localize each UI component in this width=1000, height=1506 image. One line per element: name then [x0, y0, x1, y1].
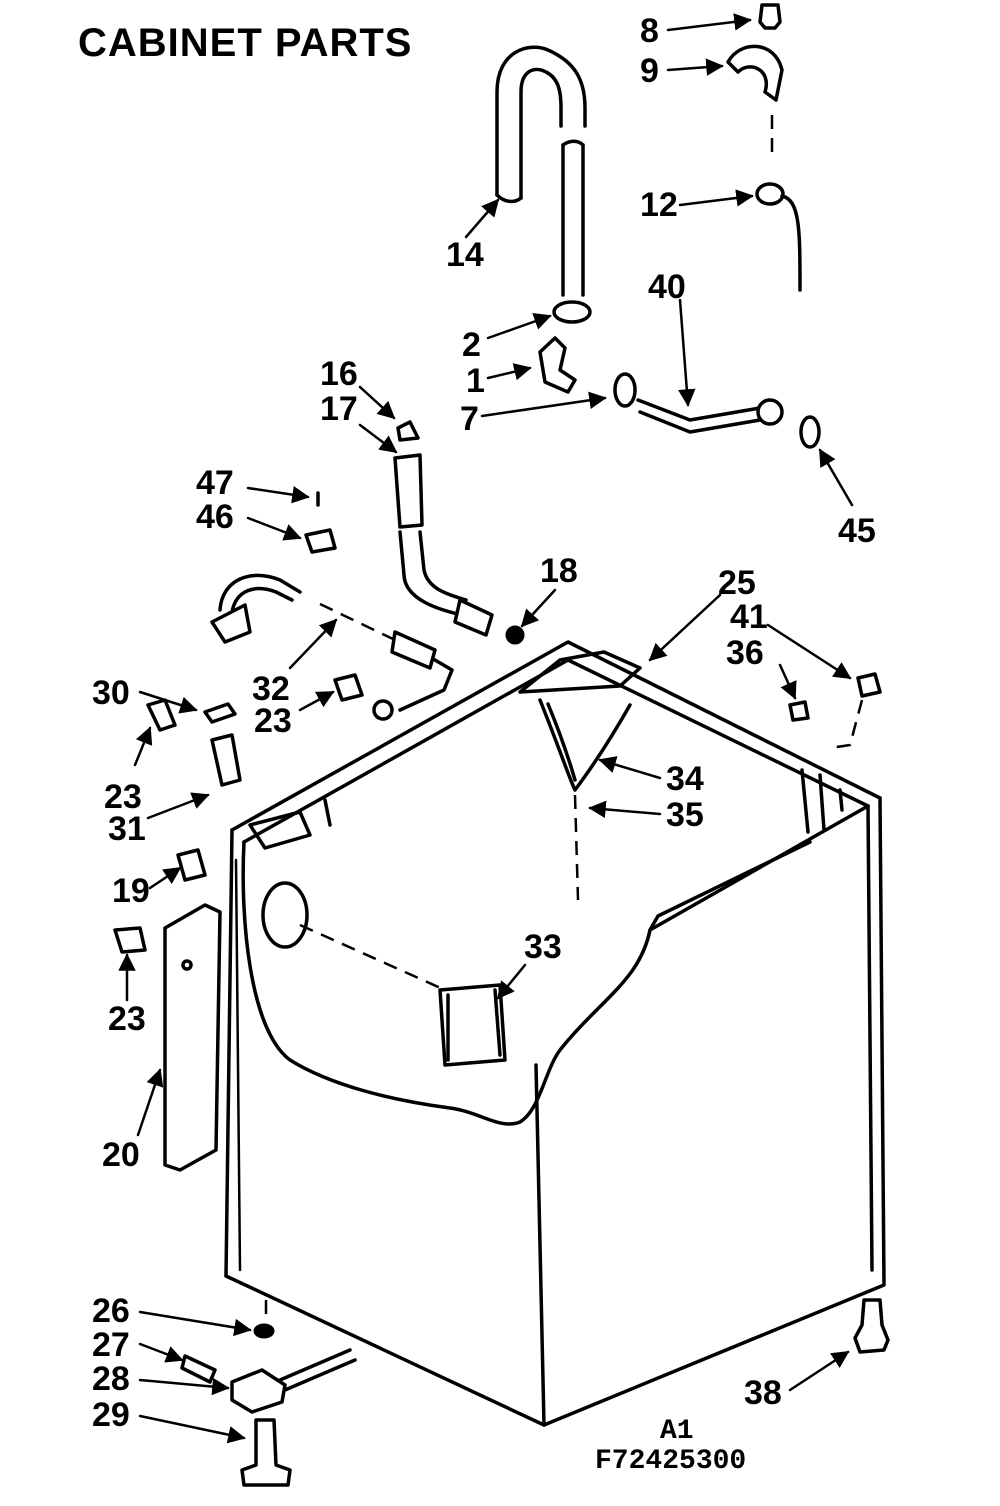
screw-23b-part	[333, 673, 364, 702]
callout-1: 1	[466, 362, 485, 400]
washer-26-part	[253, 1323, 275, 1339]
callout-8: 8	[640, 12, 659, 50]
callout-45: 45	[838, 512, 876, 550]
block-28-part	[230, 1368, 287, 1414]
callout-9: 9	[640, 52, 659, 90]
callout-16: 16	[320, 355, 358, 393]
washer-30-part	[203, 702, 237, 724]
callout-46: 46	[196, 498, 234, 536]
callout-23c: 23	[108, 1000, 146, 1038]
side-panel-part	[163, 903, 222, 1172]
callout-47: 47	[196, 464, 234, 502]
callout-14: 14	[446, 236, 484, 274]
drawing-code: F72425300	[595, 1446, 746, 1477]
callout-34: 34	[666, 760, 704, 798]
callout-35: 35	[666, 796, 704, 834]
callout-36: 36	[726, 634, 764, 672]
leg-29-part	[240, 1418, 292, 1487]
callout-19: 19	[112, 872, 150, 910]
switch-33-part	[438, 983, 507, 1067]
hose-part	[495, 45, 587, 297]
clip-16-part	[396, 420, 420, 442]
callout-23a: 23	[254, 702, 292, 740]
callout-40: 40	[648, 268, 686, 306]
leg-38-part	[853, 1298, 890, 1354]
callout-12: 12	[640, 186, 678, 224]
elbow-part	[538, 336, 577, 394]
clamp-part	[552, 300, 592, 324]
clamp-9-part	[726, 44, 784, 102]
bracket-31-part	[210, 733, 242, 787]
callout-25: 25	[718, 564, 756, 602]
hose-17-part	[393, 453, 424, 529]
callout-2: 2	[462, 326, 481, 364]
callout-20: 20	[102, 1136, 140, 1174]
callout-32: 32	[252, 670, 290, 708]
callout-29: 29	[92, 1396, 130, 1434]
fitting-12-part	[755, 182, 785, 206]
revision-code: A1	[660, 1416, 694, 1447]
clip-46-part	[304, 528, 337, 554]
callout-41: 41	[730, 598, 768, 636]
screw-8-part	[758, 3, 782, 30]
callout-28: 28	[92, 1360, 130, 1398]
clamp-7-part	[613, 372, 637, 408]
callout-27: 27	[92, 1326, 130, 1364]
screw-23a-part	[146, 698, 177, 732]
callout-33: 33	[524, 928, 562, 966]
screw-19-part	[176, 848, 207, 882]
callout-18: 18	[540, 552, 578, 590]
cabinet-body	[224, 640, 886, 1427]
pin-27-part	[180, 1354, 217, 1384]
callout-23b: 23	[104, 778, 142, 816]
leader-arrows	[118, 13, 854, 1444]
clip-41-part	[856, 672, 882, 698]
callout-labels: 8 9 12 14 40 2 1 7 45 16 17 47 46 18 25 …	[92, 12, 876, 1434]
clamp-45-part	[799, 415, 821, 449]
callout-38: 38	[744, 1374, 782, 1412]
switch-32-part	[210, 603, 252, 644]
callout-7: 7	[460, 400, 479, 438]
clip-36-part	[788, 700, 810, 722]
callout-17: 17	[320, 390, 358, 428]
screw-23c-part	[113, 926, 147, 954]
nut-18-part	[505, 625, 525, 645]
callout-30: 30	[92, 674, 130, 712]
diagram-title: CABINET PARTS	[78, 21, 412, 65]
callout-26: 26	[92, 1292, 130, 1330]
callout-31: 31	[108, 810, 146, 848]
